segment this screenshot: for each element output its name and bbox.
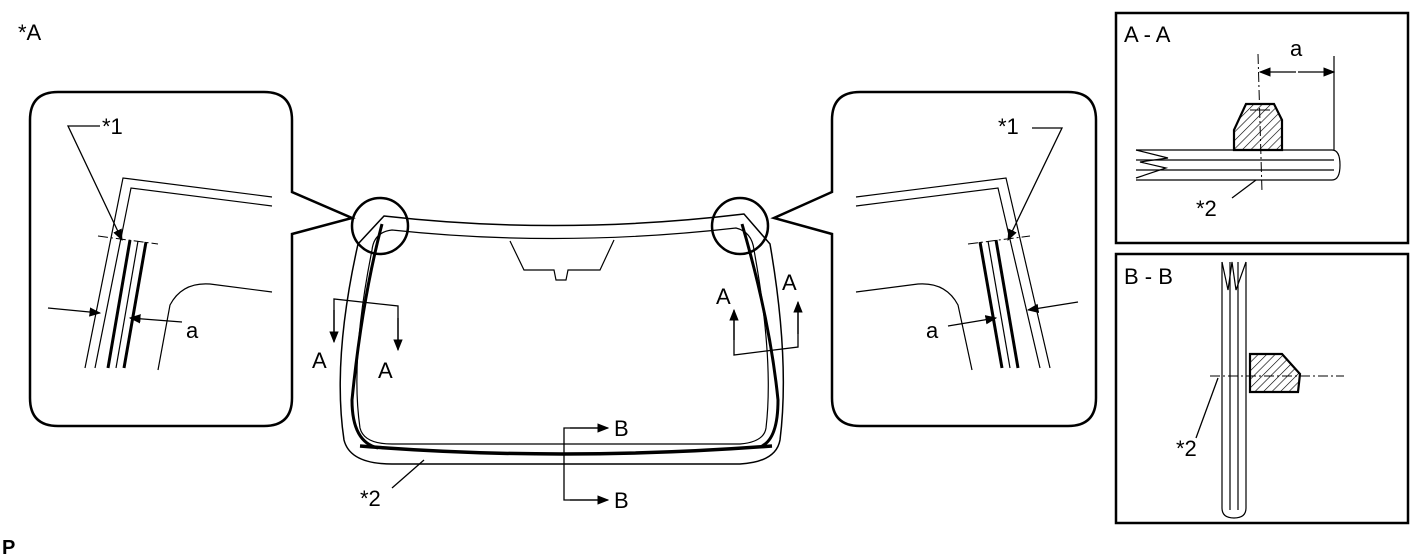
moulding-bottom (359, 444, 773, 456)
windshield-glass-outer (339, 213, 785, 465)
view-label: *A (18, 20, 42, 45)
left-detail-glass-edge (157, 283, 273, 371)
right-bubble-outline (770, 90, 1098, 428)
section-aa-callout-2: *2 (1196, 196, 1217, 221)
section-bb-title: B - B (1124, 264, 1173, 289)
section-b-label-2: B (614, 488, 629, 513)
section-a-label-right-1: A (716, 284, 731, 309)
moulding-right (740, 223, 780, 448)
section-bb-callout-2: *2 (1176, 436, 1197, 461)
windshield-callout-2: *2 (360, 486, 381, 511)
right-detail-glass-edge (855, 283, 973, 371)
section-b-label-1: B (614, 416, 629, 441)
left-detail-bubble (28, 90, 356, 428)
left-callout-1: *1 (102, 114, 123, 139)
section-aa-glass (1136, 149, 1341, 181)
section-a-label-right-2: A (782, 270, 797, 295)
section-aa-panel (1114, 11, 1410, 245)
windshield (329, 196, 803, 505)
right-detail-frame (855, 177, 1051, 369)
section-aa-moulding (1232, 102, 1284, 152)
windshield-ceramic-line (356, 227, 769, 445)
footer-mark: P (2, 537, 15, 558)
section-bb-frame (1114, 252, 1410, 525)
left-detail-frame (84, 177, 273, 369)
left-dimension-a: a (186, 318, 199, 343)
section-bb-glass (1221, 262, 1247, 519)
section-aa-title: A - A (1124, 22, 1171, 47)
mirror-mount (509, 239, 615, 281)
left-detail-circle (350, 196, 410, 256)
left-bubble-outline (28, 90, 356, 428)
section-a-label-left-2: A (378, 358, 393, 383)
right-dimension-a: a (926, 318, 939, 343)
section-a-label-left-1: A (312, 348, 327, 373)
right-detail-circle (710, 196, 770, 256)
section-bb-panel (1114, 252, 1410, 525)
right-detail-bubble (770, 90, 1098, 428)
section-bb-moulding (1248, 352, 1302, 394)
section-aa-frame (1114, 11, 1410, 245)
moulding-left (350, 223, 384, 450)
section-aa-dimension-a: a (1290, 36, 1303, 61)
right-callout-1: *1 (998, 114, 1019, 139)
